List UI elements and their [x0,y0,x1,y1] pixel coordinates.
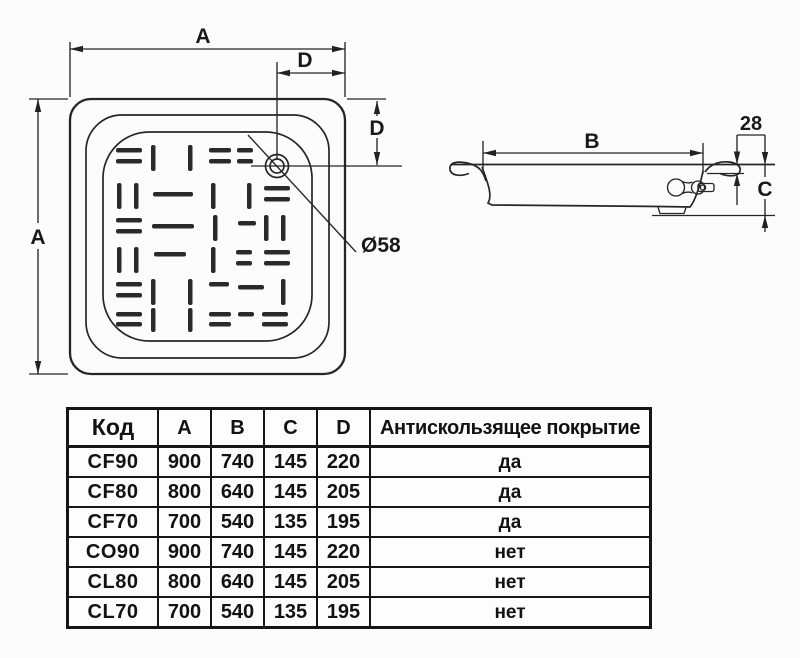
dim-28-label: 28 [740,113,762,135]
right-rim-roll [704,160,742,177]
cell-c: 145 [263,445,318,478]
cell-b: 640 [210,476,265,508]
cell-b: 740 [210,536,265,568]
tray-body [481,166,704,208]
cell-b: 740 [210,445,265,478]
header-cell-code: Код [66,407,159,448]
outlet-step [657,206,687,215]
cell-a: 800 [157,476,212,508]
table-row: CL70 700 540 135 195 нет [66,596,652,629]
cell-a: 900 [157,445,212,478]
cell-c: 145 [263,566,318,598]
cell-code: CL70 [66,596,159,629]
header-cell-b: B [210,407,265,448]
table-row: CO90 900 740 145 220 нет [66,536,652,568]
cell-d: 220 [316,445,371,478]
table-row: CL80 800 640 145 205 нет [66,566,652,598]
spec-table-header: Код A B C D Антискользящее покрытие [66,407,652,448]
spec-table: Код A B C D Антискользящее покрытие CF90… [66,407,652,629]
dim-28-vertical: 28 [733,113,765,205]
drain-diameter-label: Ø58 [361,234,401,257]
cell-coating: нет [369,536,652,568]
cell-a: 900 [157,536,212,568]
cell-d: 220 [316,536,371,568]
table-row: CF70 700 540 135 195 да [66,506,652,538]
header-cell-c: C [263,407,318,448]
cell-coating: да [369,476,652,508]
cell-a: 700 [157,506,212,538]
cell-b: 540 [210,506,265,538]
cell-d: 205 [316,566,371,598]
dim-a-left-label: A [30,226,45,249]
side-view: B 28 C [449,113,775,232]
dim-d-vertical: D [347,98,387,165]
tray-outline [68,97,347,376]
cell-d: 205 [316,476,371,508]
cell-b: 540 [210,596,265,629]
cell-code: CF80 [66,476,159,508]
cell-c: 145 [263,476,318,508]
cell-coating: нет [369,566,652,598]
cell-c: 145 [263,536,318,568]
drain-hole [264,153,290,179]
dim-d-side-label: D [369,117,384,140]
header-cell-a: A [157,407,212,448]
cell-code: CF70 [66,506,159,538]
dim-b-horizontal: B [482,130,704,174]
table-row: CF90 900 740 145 220 да [66,445,652,478]
cell-code: CL80 [66,566,159,598]
cell-b: 640 [210,566,265,598]
cell-coating: да [369,506,652,538]
dim-b-label: B [584,130,599,153]
cell-c: 135 [263,596,318,629]
cell-a: 800 [157,566,212,598]
drain-centerlines [251,62,402,167]
dim-a-vertical: A [27,98,68,375]
cell-coating: да [369,445,652,478]
cell-c: 135 [263,506,318,538]
dim-a-horizontal: A [69,25,346,97]
drain-leader-line [247,134,357,253]
plan-view: A D D [27,25,402,376]
cell-coating: нет [369,596,652,629]
cell-d: 195 [316,506,371,538]
dim-c-vertical: C [756,135,774,232]
cell-d: 195 [316,596,371,629]
cell-code: CO90 [66,536,159,568]
cell-a: 700 [157,596,212,629]
left-rim-roll [449,161,487,182]
drain-trap [666,178,715,197]
dim-a-top-label: A [195,25,210,48]
table-row: CF80 800 640 145 205 да [66,476,652,508]
header-cell-coating: Антискользящее покрытие [369,407,652,448]
anti-slip-pattern [116,145,290,332]
dim-d-horizontal: D [277,49,345,77]
dim-d-top-label: D [297,49,312,72]
header-cell-d: D [316,407,371,448]
cell-code: CF90 [66,445,159,478]
dim-c-label: C [757,178,772,201]
